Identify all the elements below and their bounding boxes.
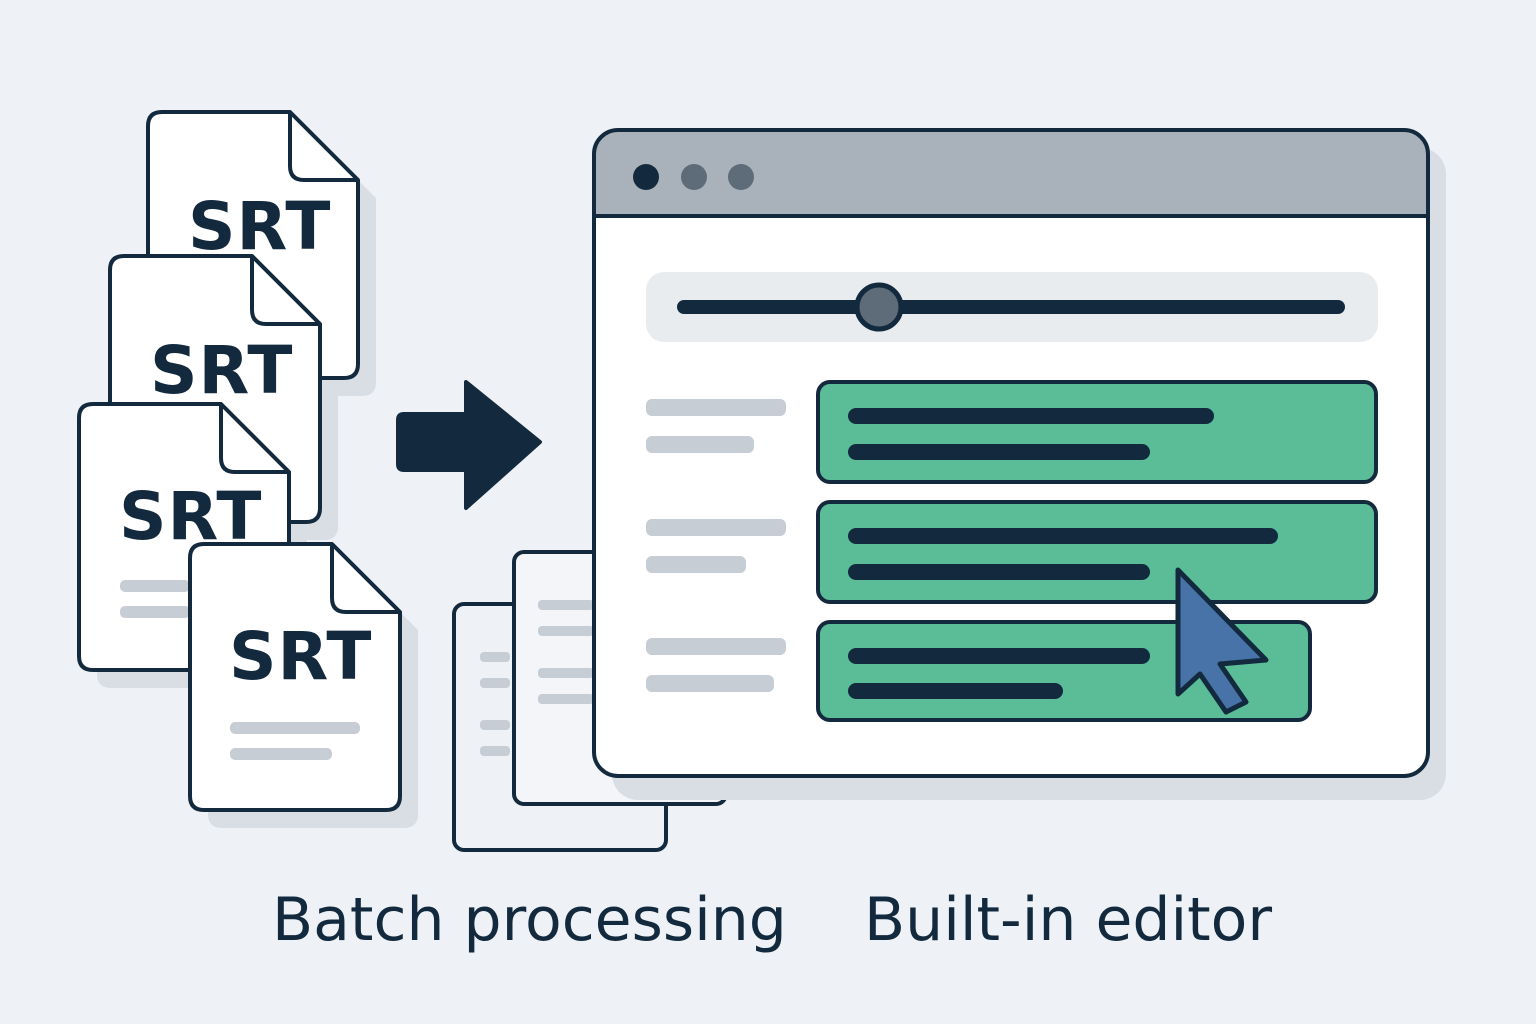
caption-batch-processing: Batch processing [272,885,787,955]
srt-file-3 [77,402,291,672]
window-close-dot[interactable] [633,164,659,190]
editor-window [592,128,1446,800]
right-arrow-icon [396,380,542,510]
window-maximize-dot[interactable] [728,164,754,190]
slider-handle[interactable] [854,282,904,332]
srt-file-3-label: SRT [119,478,263,555]
srt-file-stack [77,110,418,828]
timeline-slider[interactable] [646,272,1378,342]
srt-file-2-label: SRT [150,332,294,409]
subtitle-block-2[interactable] [816,500,1378,604]
srt-file-4-label: SRT [229,618,373,695]
window-minimize-dot[interactable] [681,164,707,190]
window-titlebar [594,130,1428,216]
timestamp-column [646,399,786,692]
subtitle-block-1[interactable] [816,380,1378,484]
srt-file-4 [188,542,402,812]
srt-file-2 [108,254,322,524]
srt-file-1-label: SRT [188,188,332,265]
caption-built-in-editor: Built-in editor [864,885,1273,955]
srt-file-1 [146,110,360,380]
mouse-pointer-icon [1175,567,1269,715]
